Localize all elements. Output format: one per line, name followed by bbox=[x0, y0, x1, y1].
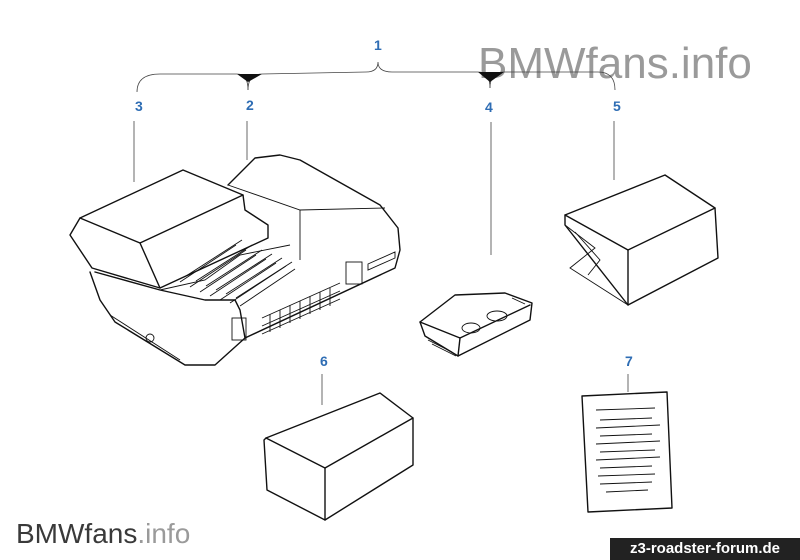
watermark-top-main: BMWfans bbox=[478, 39, 669, 88]
control-unit-drawing bbox=[69, 154, 401, 366]
callout-6: 6 bbox=[320, 353, 328, 369]
watermark-top-suffix: .info bbox=[669, 39, 752, 88]
watermark-top-right: BMWfans.info bbox=[478, 39, 752, 88]
wrapped-box-drawing bbox=[564, 174, 719, 306]
forum-watermark-banner: z3-roadster-forum.de bbox=[610, 538, 800, 560]
callout-5: 5 bbox=[613, 98, 621, 114]
group-bracket bbox=[136, 61, 616, 93]
callout-3: 3 bbox=[135, 98, 143, 114]
watermark-bottom-suffix: .info bbox=[137, 518, 190, 549]
watermark-bottom-main: BMWfans bbox=[16, 518, 137, 549]
watermark-bottom-left: BMWfans.info bbox=[16, 518, 190, 549]
box-drawing bbox=[263, 392, 414, 521]
callout-2: 2 bbox=[246, 97, 254, 113]
callout-4: 4 bbox=[485, 99, 493, 115]
callout-7: 7 bbox=[625, 353, 633, 369]
document-drawing bbox=[581, 391, 673, 513]
callout-1: 1 bbox=[374, 37, 382, 53]
key-fob-drawing bbox=[419, 292, 533, 357]
